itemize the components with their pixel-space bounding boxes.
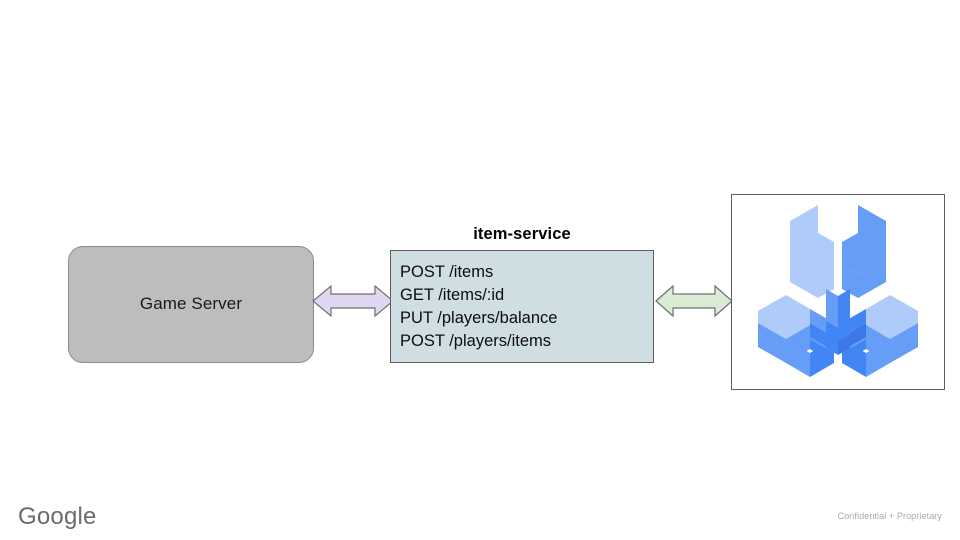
endpoint-item: PUT /players/balance xyxy=(400,309,558,327)
right-arrow-shape xyxy=(655,284,733,318)
game-server-node[interactable]: Game Server xyxy=(68,246,314,363)
cloud-tools-wrench-logo xyxy=(758,205,918,377)
left-arrow-shape xyxy=(312,284,394,318)
left-connector-arrow[interactable] xyxy=(312,282,394,320)
game-server-label: Game Server xyxy=(139,294,243,314)
right-connector-arrow[interactable] xyxy=(655,282,733,320)
google-wordmark: Google xyxy=(18,503,97,530)
endpoint-item: POST /items xyxy=(400,263,494,281)
service-title: item-service xyxy=(473,225,571,243)
logo-frame[interactable] xyxy=(731,194,945,390)
confidential-notice: Confidential + Proprietary xyxy=(837,511,942,521)
endpoint-item: POST /players/items xyxy=(400,332,551,350)
endpoint-item: GET /items/:id xyxy=(400,286,505,304)
service-box[interactable]: POST /items GET /items/:id PUT /players/… xyxy=(390,250,654,363)
